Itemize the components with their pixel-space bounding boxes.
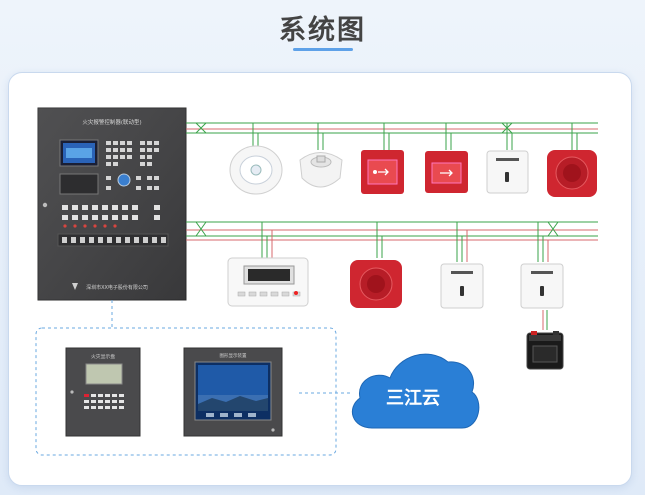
input-module-icon[interactable]: [486, 150, 529, 194]
hydrant-button-icon[interactable]: [425, 151, 468, 193]
io-module-icon[interactable]: [440, 263, 484, 309]
cloud-label: 三江云: [386, 388, 440, 409]
controller-keypad[interactable]: [106, 141, 159, 166]
heat-detector-icon[interactable]: [299, 152, 343, 188]
brand-logo-icon: [72, 283, 78, 290]
display-panel-caption: 火灾显示盘: [91, 353, 115, 360]
controller-printer: [59, 173, 99, 195]
page-title: 系统图: [279, 15, 366, 46]
siren-icon[interactable]: [350, 260, 402, 308]
bus-lines: [186, 122, 598, 330]
manual-call-point-icon[interactable]: [361, 150, 404, 194]
controller-lock[interactable]: [42, 202, 48, 208]
graphic-display-unit[interactable]: 图形显示装置: [183, 347, 283, 437]
sound-light-alarm-icon[interactable]: [227, 257, 309, 307]
output-module-icon[interactable]: [520, 263, 564, 309]
display-group-frame: [35, 327, 337, 456]
graphic-unit-caption: 图形显示装置: [220, 352, 247, 359]
controller-nav-dial[interactable]: [117, 173, 131, 187]
fire-alarm-controller[interactable]: 火灾报警控制器(联动型): [37, 107, 187, 301]
battery-icon[interactable]: [526, 331, 564, 370]
title-underline: [293, 48, 353, 51]
controller-caption: 火灾报警控制器(联动型): [82, 118, 141, 126]
controller-brand: 深圳市XX电子股份有限公司: [86, 284, 148, 291]
smoke-detector-icon[interactable]: [229, 145, 283, 195]
controller-manual-keys[interactable]: [62, 205, 160, 228]
fire-display-panel[interactable]: 火灾显示盘: [65, 347, 141, 437]
cloud-platform[interactable]: 三江云: [351, 353, 480, 429]
alarm-bell-icon[interactable]: [547, 150, 597, 197]
